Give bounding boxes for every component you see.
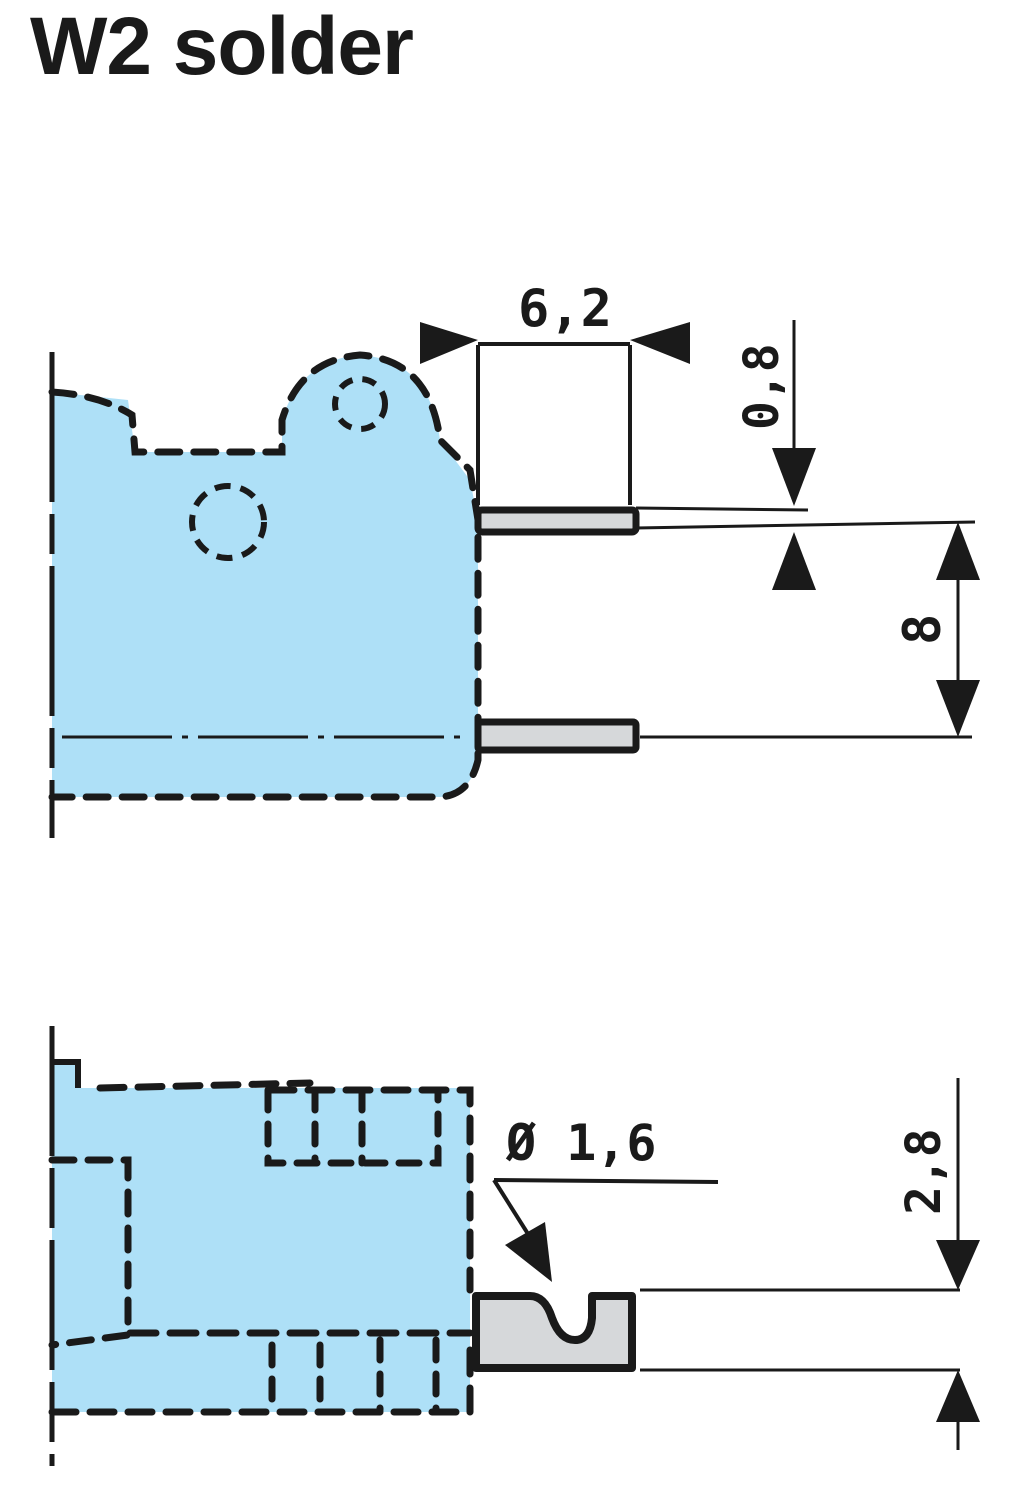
dim-pad-thickness: 0,8 — [734, 343, 790, 430]
solder-cup — [472, 1292, 636, 1372]
dim-pin-pitch: 8 — [893, 614, 953, 645]
housing-body-side — [52, 1062, 470, 1412]
solder-pad-lower — [474, 718, 640, 754]
dim-pad-height: 2,8 — [896, 1128, 952, 1215]
solder-pad-upper — [474, 506, 640, 536]
dim-hole-diameter: Ø 1,6 — [505, 1114, 657, 1172]
side-view: Ø 1,6 2,8 — [48, 1026, 980, 1466]
mounting-hole-large — [189, 483, 267, 561]
drawing-title: W2 solder — [30, 1, 414, 92]
top-view: 6,2 0,8 8 — [48, 279, 980, 838]
dim-pad-length: 6,2 — [518, 279, 612, 339]
housing-body-top — [52, 355, 478, 797]
mounting-hole-small — [332, 376, 388, 432]
